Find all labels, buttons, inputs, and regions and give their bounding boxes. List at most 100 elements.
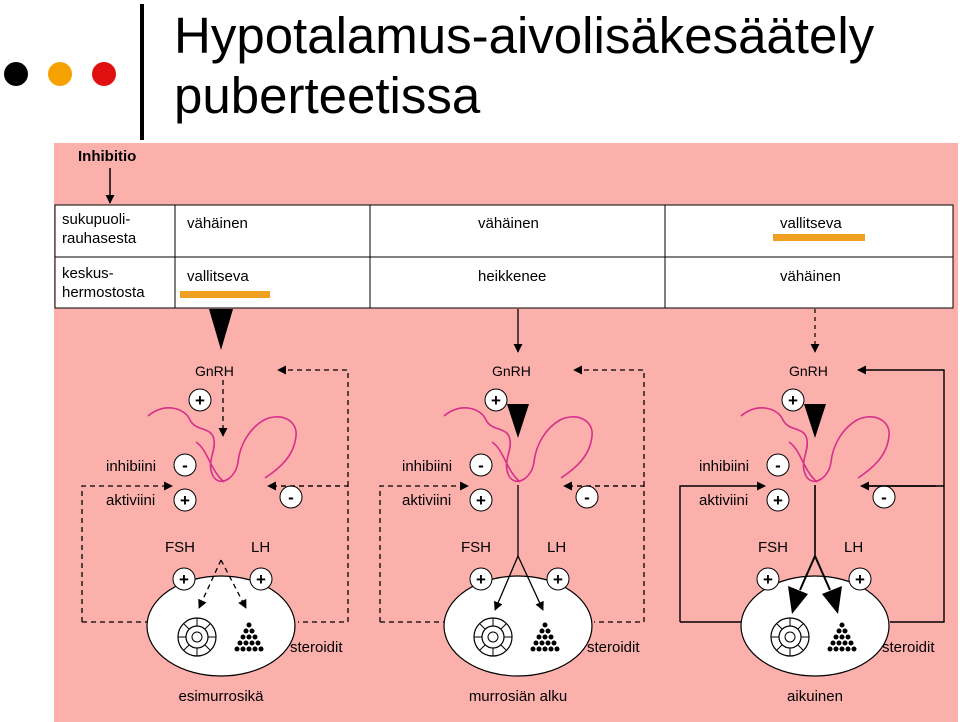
lh-arrow <box>517 555 544 611</box>
steroids-label: steroidit <box>587 639 640 656</box>
dashed-feedback-line <box>573 365 645 486</box>
hypothalamus-outline <box>740 407 890 483</box>
plus-sign: + <box>788 391 798 410</box>
activin-label: aktiviini <box>402 492 451 509</box>
gnrh-strong-arrow <box>804 404 826 438</box>
plus-sign: + <box>256 570 266 589</box>
hypothalamus-outline <box>147 407 297 483</box>
follicle-icon <box>177 617 217 657</box>
plus-sign: + <box>179 570 189 589</box>
lh-line <box>814 555 831 591</box>
inhibin-label: inhibiini <box>699 458 749 475</box>
plus-sign: + <box>855 570 865 589</box>
plus-badge <box>469 488 493 512</box>
fsh-label: FSH <box>758 539 788 556</box>
table-cell: vallitseva <box>187 268 249 285</box>
cell-cluster-icon <box>530 622 560 652</box>
highlight-bar <box>180 291 270 298</box>
steroids-label: steroidit <box>290 639 343 656</box>
activin-label: aktiviini <box>106 492 155 509</box>
minus-sign: - <box>182 456 188 475</box>
gonad <box>146 575 296 677</box>
plus-badge <box>766 488 790 512</box>
plus-badge <box>781 388 805 412</box>
fsh-strong-arrow <box>788 586 808 614</box>
row-source-label: hermostosta <box>62 284 145 301</box>
activin-label: aktiviini <box>699 492 748 509</box>
plus-badge <box>546 567 570 591</box>
table-cell: heikkenee <box>478 268 546 285</box>
red-dot <box>92 62 116 86</box>
minus-sign: - <box>881 488 887 507</box>
gnrh-strong-arrow <box>507 404 529 438</box>
plus-sign: + <box>180 491 190 510</box>
plus-sign: + <box>773 491 783 510</box>
follicle-icon <box>770 617 810 657</box>
plus-badge <box>756 567 780 591</box>
black-dot <box>4 62 28 86</box>
row-source-label: sukupuoli- <box>62 211 130 228</box>
plus-badge <box>469 567 493 591</box>
table-cell: vähäinen <box>780 268 841 285</box>
bullet-dots <box>0 62 130 92</box>
lh-dashed-arrow <box>220 559 247 609</box>
plus-sign: + <box>476 491 486 510</box>
strong-input-arrow <box>209 309 233 350</box>
stage-label: aikuinen <box>787 688 843 705</box>
title-divider <box>140 4 144 140</box>
inhibition-label: Inhibitio <box>78 148 136 165</box>
title-line-2: puberteetissa <box>174 67 481 124</box>
plus-sign: + <box>763 570 773 589</box>
plus-badge <box>484 388 508 412</box>
inhibin-label: inhibiini <box>402 458 452 475</box>
table-cell: vähäinen <box>187 215 248 232</box>
highlight-bar <box>773 234 865 241</box>
minus-badge <box>469 453 493 477</box>
minus-badge <box>173 453 197 477</box>
gnrh-label: GnRH <box>195 363 234 379</box>
plus-badge <box>249 567 273 591</box>
plus-badge <box>173 488 197 512</box>
feedback-line <box>679 481 766 622</box>
plus-sign: + <box>491 391 501 410</box>
stage-label: murrosiän alku <box>469 688 567 705</box>
inhibin-label: inhibiini <box>106 458 156 475</box>
stage-panel-prepubertal: GnRH + inhibiini - aktiviini + - FSH LH … <box>81 309 349 705</box>
slide-title: Hypotalamus-aivolisäkesäätely puberteeti… <box>174 6 874 126</box>
minus-sign: - <box>775 456 781 475</box>
gonad <box>443 575 593 677</box>
orange-dot <box>48 62 72 86</box>
table-cell: vähäinen <box>478 215 539 232</box>
minus-sign: - <box>478 456 484 475</box>
minus-badge <box>766 453 790 477</box>
stage-panel-early-puberty: GnRH + inhibiini - aktiviini + - FSH LH … <box>379 309 645 705</box>
lh-label: LH <box>844 539 863 556</box>
cell-cluster-icon <box>827 622 857 652</box>
minus-sign: - <box>288 488 294 507</box>
plus-sign: + <box>476 570 486 589</box>
regulation-diagram: Inhibitio sukupuoli- rauhasesta vähäinen… <box>54 143 958 722</box>
fsh-label: FSH <box>165 539 195 556</box>
row-source-label: rauhasesta <box>62 230 137 247</box>
steroids-label: steroidit <box>882 639 935 656</box>
plus-badge <box>848 567 872 591</box>
fsh-arrow <box>494 555 519 611</box>
feedback-line <box>857 365 945 486</box>
follicle-icon <box>473 617 513 657</box>
regulation-table: sukupuoli- rauhasesta vähäinen vähäinen … <box>54 204 954 309</box>
gnrh-label: GnRH <box>789 363 828 379</box>
fsh-line <box>799 555 816 591</box>
gnrh-label: GnRH <box>492 363 531 379</box>
minus-sign: - <box>584 488 590 507</box>
plus-sign: + <box>195 391 205 410</box>
table-cell: vallitseva <box>780 215 842 232</box>
cell-cluster-icon <box>234 622 264 652</box>
dashed-feedback-line <box>81 481 173 622</box>
hypothalamus-outline <box>443 407 593 483</box>
lh-label: LH <box>547 539 566 556</box>
title-line-1: Hypotalamus-aivolisäkesäätely <box>174 7 875 64</box>
lh-label: LH <box>251 539 270 556</box>
row-source-label: keskus- <box>62 265 114 282</box>
stage-panel-adult: GnRH + inhibiini - aktiviini + - FSH LH … <box>679 309 945 705</box>
stage-label: esimurrosikä <box>178 688 264 705</box>
